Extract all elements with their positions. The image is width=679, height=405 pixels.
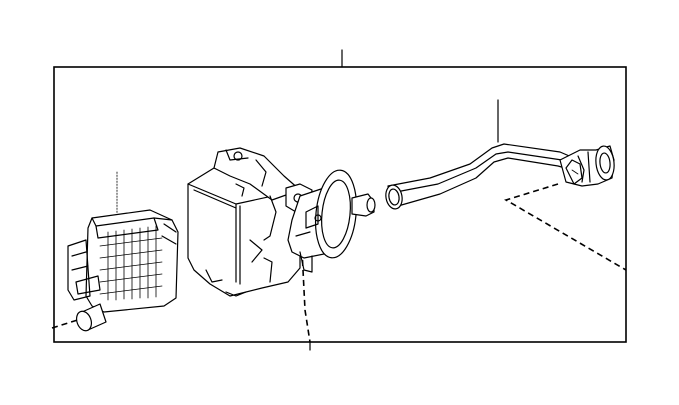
flanged-valve-icon <box>287 169 376 273</box>
quick-connector-icon <box>559 145 615 187</box>
bent-tube-icon <box>385 143 575 210</box>
reference-line-left <box>51 317 85 329</box>
ribbed-filter-box-icon <box>67 209 179 332</box>
assembly-frame <box>53 66 627 343</box>
reference-line-right <box>504 183 627 271</box>
